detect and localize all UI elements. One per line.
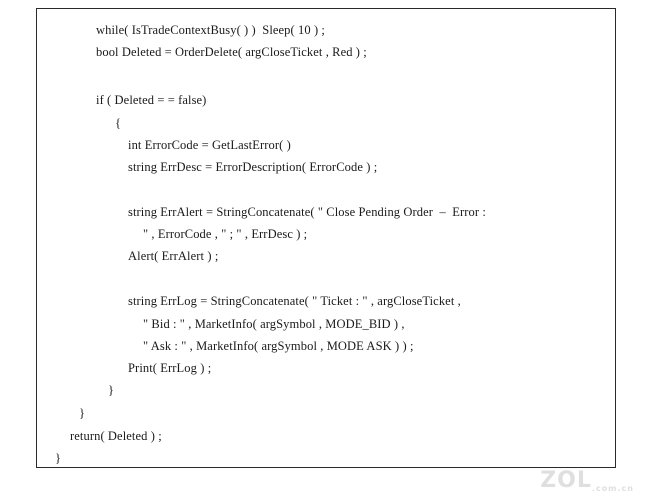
watermark-suffix: .com.cn <box>591 484 634 493</box>
code-line: " Bid : " , MarketInfo( argSymbol , MODE… <box>143 317 405 331</box>
watermark-logo: ZOL.com.cn <box>540 468 634 493</box>
code-line: string ErrDesc = ErrorDescription( Error… <box>128 160 378 174</box>
code-listing-box <box>36 8 616 468</box>
code-line: { <box>115 116 122 130</box>
code-line: if ( Deleted = = false) <box>96 93 207 107</box>
code-line: " Ask : " , MarketInfo( argSymbol , MODE… <box>143 339 414 353</box>
code-line: } <box>55 451 62 465</box>
code-line: Alert( ErrAlert ) ; <box>128 249 219 263</box>
code-line: string ErrLog = StringConcatenate( " Tic… <box>128 294 461 308</box>
code-line: int ErrorCode = GetLastError( ) <box>128 138 291 152</box>
code-line: } <box>79 406 86 420</box>
code-line: " , ErrorCode , " ; " , ErrDesc ) ; <box>143 227 308 241</box>
code-line: bool Deleted = OrderDelete( argCloseTick… <box>96 45 367 59</box>
code-line: return( Deleted ) ; <box>70 429 162 443</box>
code-line: } <box>108 383 115 397</box>
code-line: string ErrAlert = StringConcatenate( " C… <box>128 205 486 219</box>
code-line: while( IsTradeContextBusy( ) ) Sleep( 10… <box>96 23 326 37</box>
code-line: Print( ErrLog ) ; <box>128 361 212 375</box>
watermark-text: ZOL <box>540 468 592 493</box>
